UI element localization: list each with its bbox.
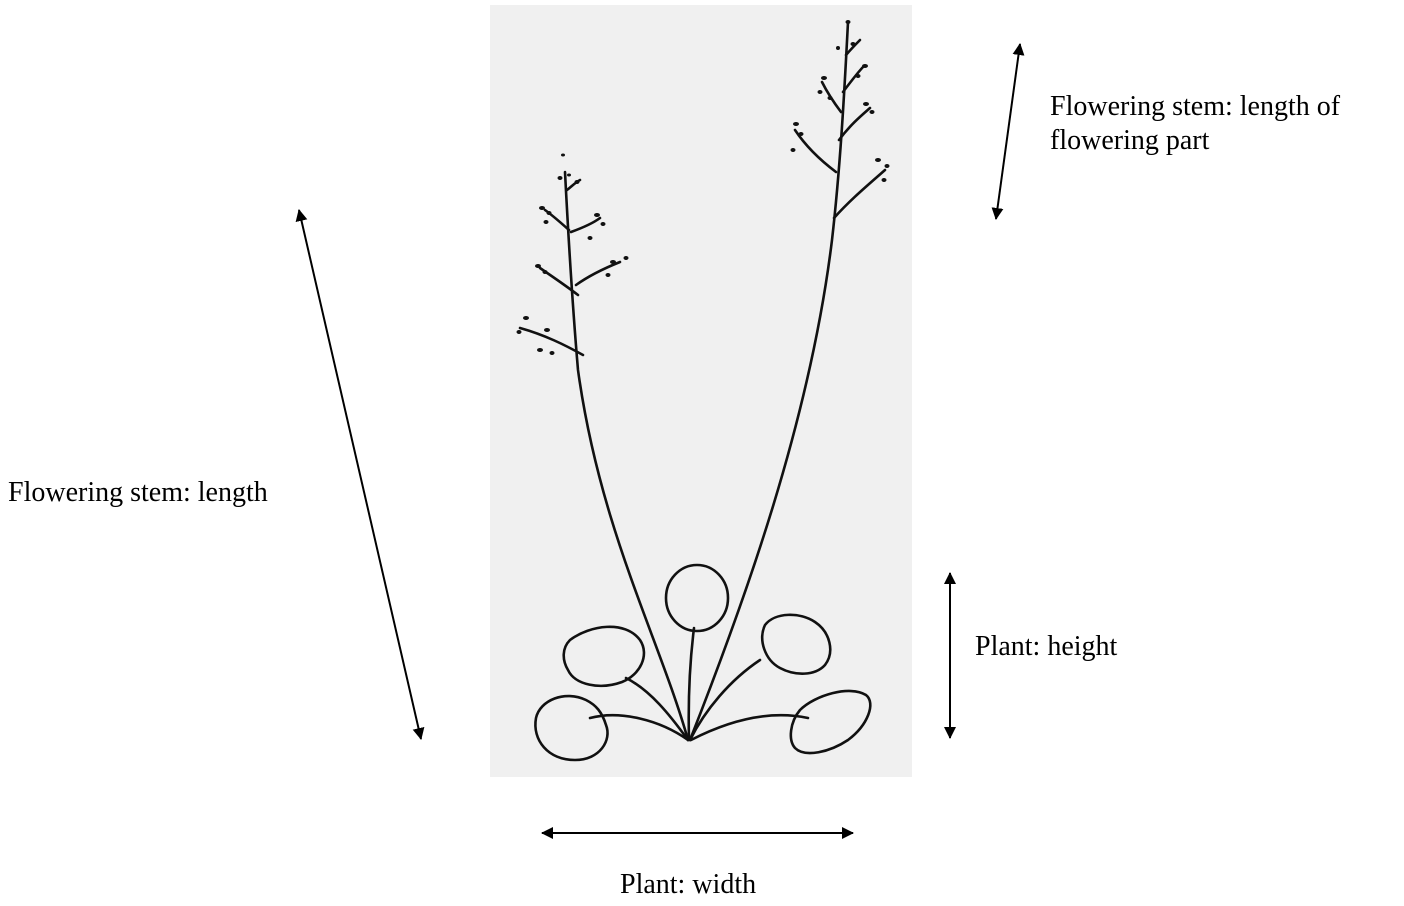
illustration-panel xyxy=(490,5,912,777)
stem-length-label: Flowering stem: length xyxy=(8,476,268,510)
flowering-part-length-arrow xyxy=(996,44,1020,219)
plant-width-label: Plant: width xyxy=(620,868,756,902)
flowering-part-length-label: Flowering stem: length of flowering part xyxy=(1050,90,1400,157)
plant-height-label: Plant: height xyxy=(975,630,1117,664)
stem-length-arrow xyxy=(299,210,421,739)
